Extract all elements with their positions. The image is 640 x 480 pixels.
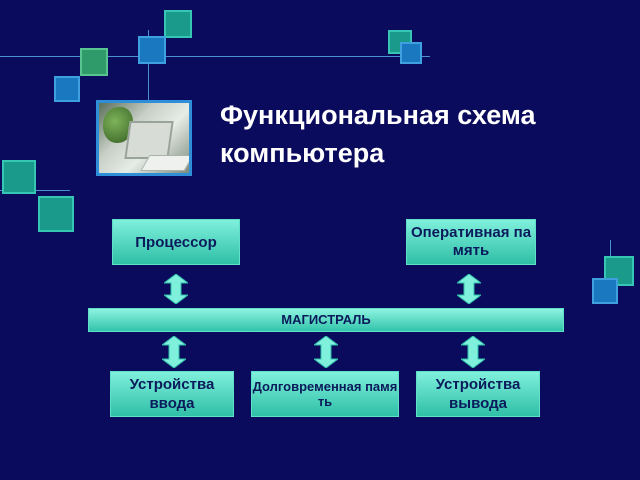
keyboard-image (140, 155, 189, 171)
decor-square (38, 196, 74, 232)
decor-square (80, 48, 108, 76)
decor-line (148, 30, 149, 130)
arrow-bus-storage (314, 336, 338, 368)
decor-square (138, 36, 166, 64)
storage-box: Долговременная память (251, 371, 399, 417)
computer-photo (96, 100, 192, 176)
input-devices-box: Устройства ввода (110, 371, 234, 417)
input-devices-label: Устройства ввода (129, 376, 215, 412)
decor-square (2, 160, 36, 194)
arrow-processor-bus (164, 274, 188, 304)
bus-label: МАГИСТРАЛЬ (281, 312, 371, 327)
ram-box: Оперативная память (406, 219, 536, 265)
output-devices-box: Устройства вывода (416, 371, 540, 417)
decor-square (400, 42, 422, 64)
bus-bar: МАГИСТРАЛЬ (88, 308, 564, 332)
decor-square (54, 76, 80, 102)
slide-title: Функциональная схема компьютера (220, 100, 536, 168)
decor-square (592, 278, 618, 304)
arrow-bus-input (162, 336, 186, 368)
decor-line (0, 56, 430, 57)
ram-label: Оперативная память (410, 224, 532, 259)
arrow-bus-output (461, 336, 485, 368)
processor-label: Процессор (135, 233, 217, 251)
output-devices-label: Устройства вывода (435, 376, 521, 412)
arrow-ram-bus (457, 274, 481, 304)
decor-square (164, 10, 192, 38)
monitor-image (124, 121, 174, 159)
processor-box: Процессор (112, 219, 240, 265)
storage-label: Долговременная память (252, 379, 398, 409)
